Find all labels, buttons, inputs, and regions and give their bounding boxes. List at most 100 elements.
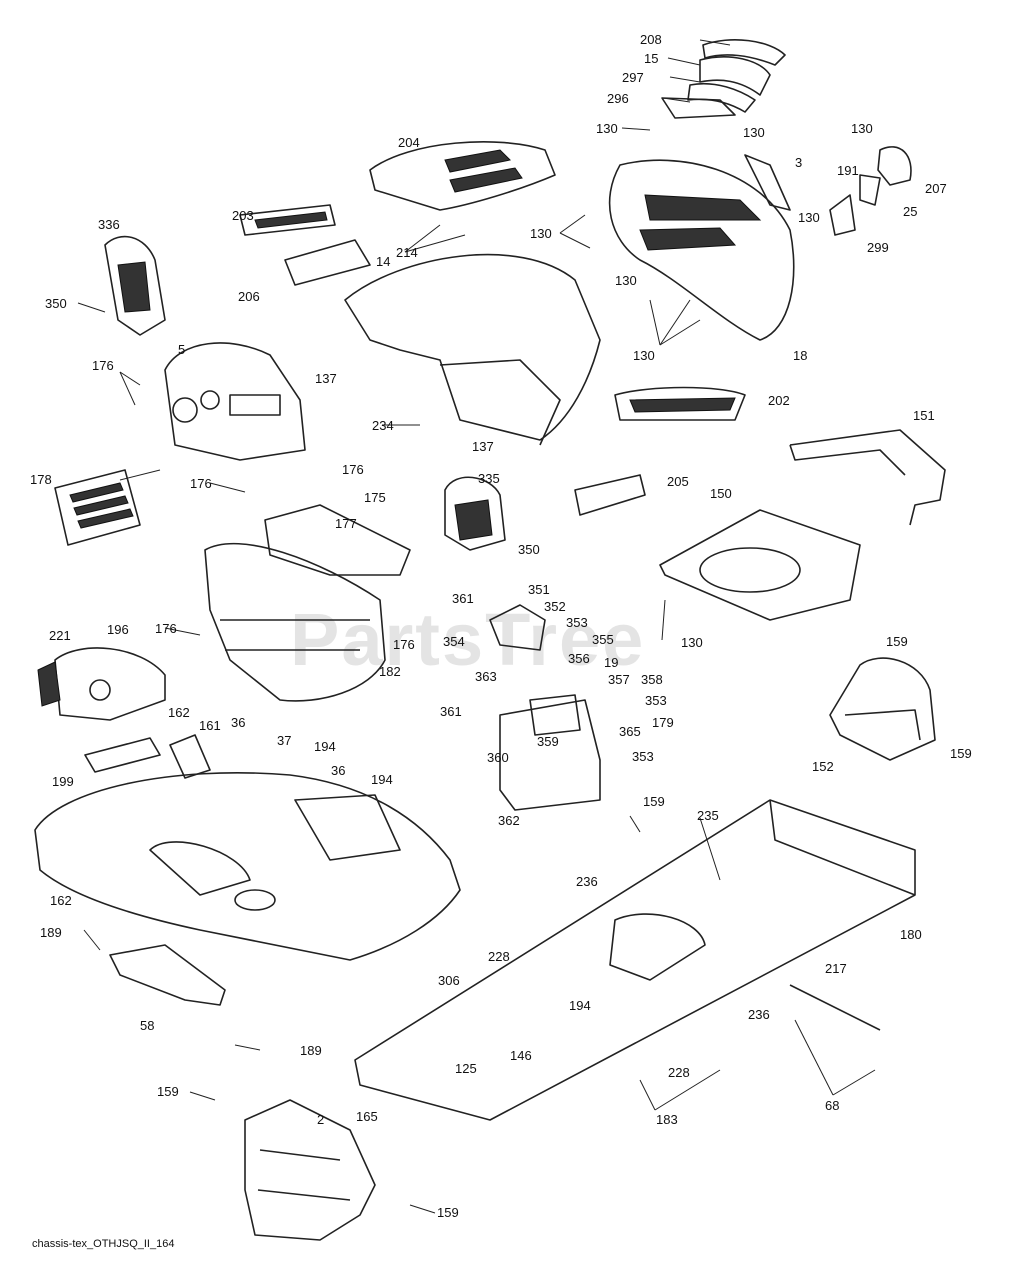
part-205-trim <box>574 474 646 516</box>
callout-208: 208 <box>640 32 662 47</box>
callout-361: 361 <box>440 704 462 719</box>
part-3-bracket <box>744 154 791 211</box>
part-206-panel <box>284 239 371 286</box>
callout-356: 356 <box>568 651 590 666</box>
callout-15: 15 <box>644 51 658 66</box>
callout-58: 58 <box>140 1018 154 1033</box>
watermark: PartsTree <box>290 598 645 681</box>
callout-299: 299 <box>867 240 889 255</box>
callout-206: 206 <box>238 289 260 304</box>
callout-182: 182 <box>379 664 401 679</box>
part-203-grille <box>239 204 336 236</box>
leader-lines <box>77 39 876 1214</box>
part-217-rod <box>789 984 881 1031</box>
part-18-front-hood <box>608 159 795 341</box>
callout-191: 191 <box>837 163 859 178</box>
callout-5: 5 <box>178 342 185 357</box>
callout-183: 183 <box>656 1112 678 1127</box>
callout-228: 228 <box>488 949 510 964</box>
callout-2: 2 <box>317 1112 324 1127</box>
callout-296: 296 <box>607 91 629 106</box>
part-360-mount <box>489 604 601 811</box>
callout-161: 161 <box>199 718 221 733</box>
callout-358: 358 <box>641 672 663 687</box>
callout-19: 19 <box>604 655 618 670</box>
diagram-caption: chassis-tex_OTHJSQ_II_164 <box>32 1238 174 1250</box>
callout-176: 176 <box>393 637 415 652</box>
callout-357: 357 <box>608 672 630 687</box>
callout-137: 137 <box>472 439 494 454</box>
callout-151: 151 <box>913 408 935 423</box>
part-204-hood-top <box>369 141 556 211</box>
callout-3: 3 <box>795 155 802 170</box>
callout-162: 162 <box>168 705 190 720</box>
callout-36: 36 <box>231 715 245 730</box>
callout-189: 189 <box>300 1043 322 1058</box>
callout-130: 130 <box>743 125 765 140</box>
callout-labels: 208 15 297 296 130 130 130 3 191 207 25 … <box>30 32 972 1220</box>
callout-199: 199 <box>52 774 74 789</box>
part-336-air-duct <box>104 235 166 336</box>
callout-203: 203 <box>232 208 254 223</box>
callout-236: 236 <box>576 874 598 889</box>
callout-137: 137 <box>315 371 337 386</box>
part-196-console <box>37 647 166 721</box>
callout-130: 130 <box>681 635 703 650</box>
callout-221: 221 <box>49 628 71 643</box>
callout-130: 130 <box>633 348 655 363</box>
callout-194: 194 <box>569 998 591 1013</box>
part-37-fender <box>34 772 461 961</box>
callout-14: 14 <box>376 254 390 269</box>
callout-350: 350 <box>518 542 540 557</box>
callout-355: 355 <box>592 632 614 647</box>
callout-68: 68 <box>825 1098 839 1113</box>
part-2-front-bracket <box>244 1099 376 1241</box>
part-178-vent-plate <box>54 469 141 546</box>
callout-205: 205 <box>667 474 689 489</box>
callout-152: 152 <box>812 759 834 774</box>
callout-363: 363 <box>475 669 497 684</box>
callout-175: 175 <box>364 490 386 505</box>
callout-130: 130 <box>530 226 552 241</box>
callout-18: 18 <box>793 348 807 363</box>
callout-130: 130 <box>596 121 618 136</box>
callout-365: 365 <box>619 724 641 739</box>
callout-194: 194 <box>314 739 336 754</box>
callout-361: 361 <box>452 591 474 606</box>
callout-176: 176 <box>92 358 114 373</box>
part-5-dashboard <box>164 342 306 461</box>
callout-36: 36 <box>331 763 345 778</box>
callout-130: 130 <box>851 121 873 136</box>
callout-37: 37 <box>277 733 291 748</box>
part-175-bracket <box>264 504 411 576</box>
callout-235: 235 <box>697 808 719 823</box>
part-14-hood-body <box>344 253 601 446</box>
callout-353: 353 <box>632 749 654 764</box>
callout-207: 207 <box>925 181 947 196</box>
part-151-bracket <box>789 429 946 526</box>
part-335-duct <box>444 476 506 551</box>
callout-150: 150 <box>710 486 732 501</box>
part-182-lower-shroud <box>204 542 386 702</box>
callout-336: 336 <box>98 217 120 232</box>
callout-130: 130 <box>615 273 637 288</box>
callout-146: 146 <box>510 1048 532 1063</box>
callout-179: 179 <box>652 715 674 730</box>
callout-297: 297 <box>622 70 644 85</box>
callout-159: 159 <box>643 794 665 809</box>
callout-189: 189 <box>40 925 62 940</box>
callout-353: 353 <box>566 615 588 630</box>
callout-217: 217 <box>825 961 847 976</box>
callout-228: 228 <box>668 1065 690 1080</box>
part-152-seat <box>829 657 936 761</box>
part-150-plate <box>659 509 861 621</box>
callout-360: 360 <box>487 750 509 765</box>
callout-351: 351 <box>528 582 550 597</box>
callout-359: 359 <box>537 734 559 749</box>
callout-214: 214 <box>396 245 418 260</box>
callout-354: 354 <box>443 634 465 649</box>
part-180-frame <box>354 799 916 1121</box>
callout-159: 159 <box>950 746 972 761</box>
part-207-bracket <box>829 146 912 236</box>
